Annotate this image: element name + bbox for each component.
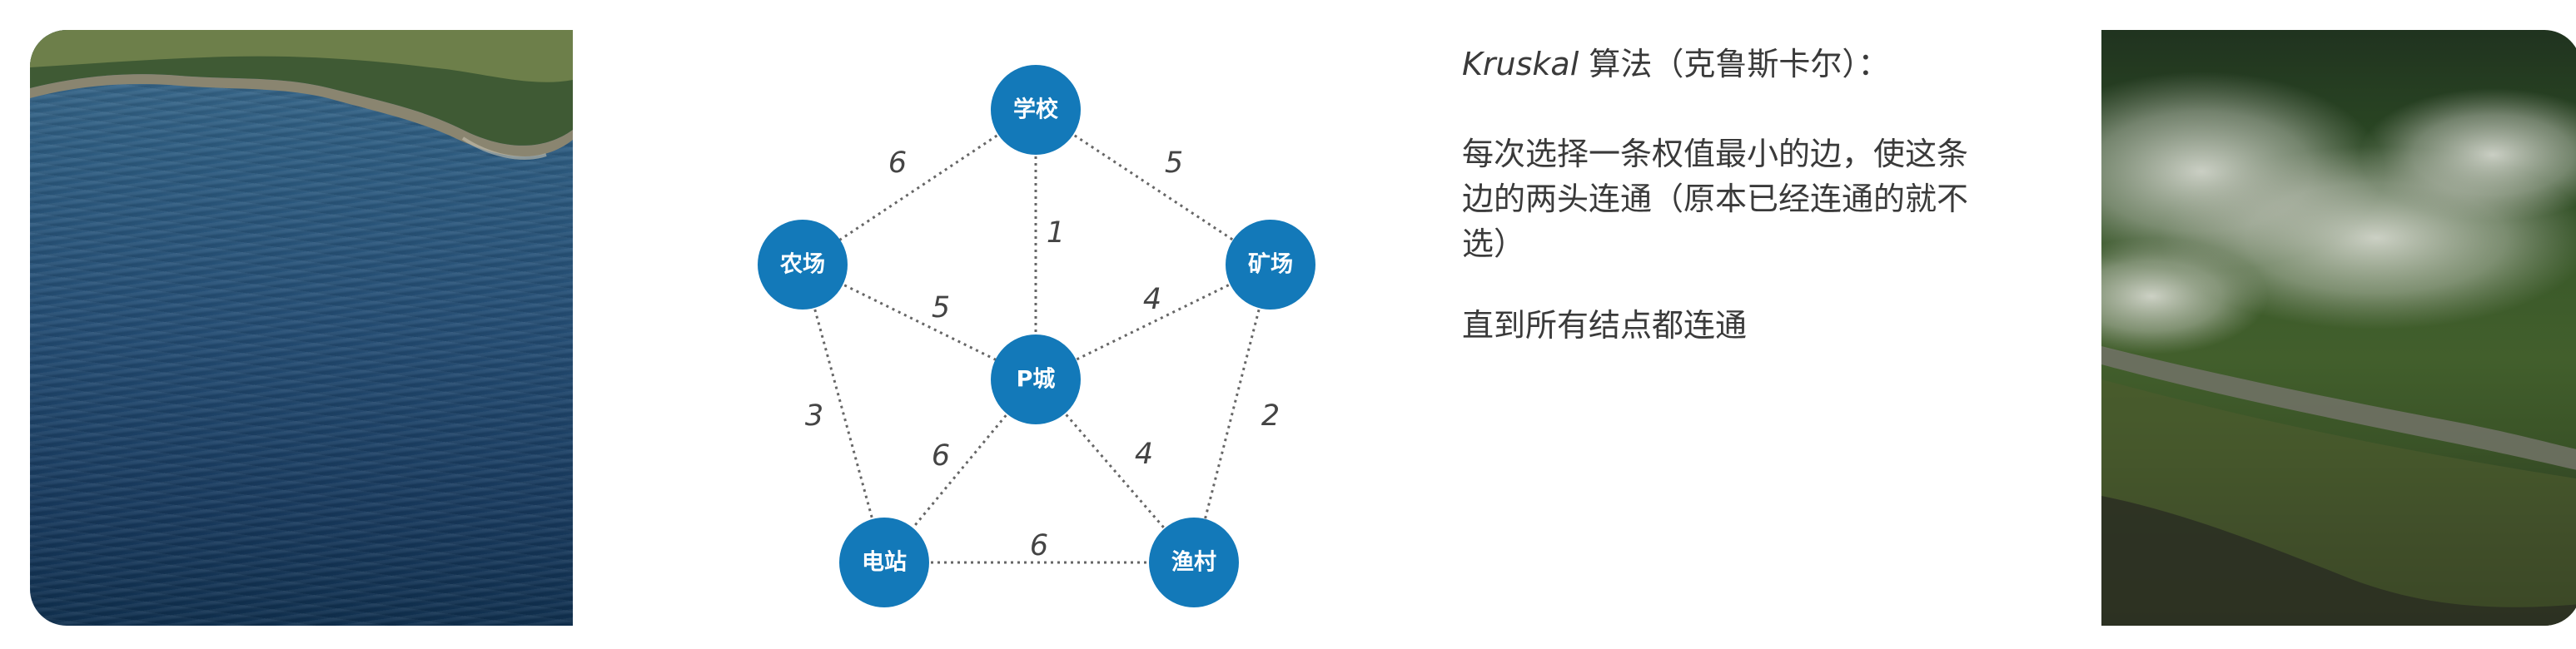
- edge-weight-farm-city: 5: [932, 291, 950, 324]
- edge-farm-station: [801, 264, 886, 563]
- node-circle-village: [1149, 518, 1239, 607]
- kruskal-description: Kruskal 算法（克鲁斯卡尔）： 每次选择一条权值最小的边，使这条边的两头连…: [1462, 42, 1995, 348]
- edge-mine-village: [1192, 264, 1272, 563]
- node-circle-school: [991, 65, 1081, 155]
- node-village: 渔村: [1149, 518, 1239, 607]
- edge-school-mine: [1035, 108, 1271, 266]
- node-label-farm: 农场: [779, 252, 825, 278]
- edge-school-farm: [802, 108, 1037, 266]
- node-label-village: 渔村: [1171, 550, 1216, 576]
- node-mine: 矿场: [1226, 220, 1315, 310]
- edge-weight-mine-village: 2: [1261, 399, 1280, 433]
- ocean-image: [30, 30, 573, 626]
- step-description: 每次选择一条权值最小的边，使这条边的两头连通（原本已经连通的就不选）: [1462, 136, 1969, 262]
- node-circle-city: [991, 334, 1081, 424]
- algorithm-title: Kruskal 算法（克鲁斯卡尔）：: [1462, 42, 1995, 87]
- edge-weight-school-mine: 5: [1165, 146, 1183, 180]
- ocean-coastline-graphic: [30, 30, 573, 160]
- node-circle-station: [839, 518, 929, 607]
- edge-weight-school-farm: 6: [888, 146, 907, 180]
- node-station: 电站: [839, 518, 929, 607]
- title-italic: Kruskal: [1462, 46, 1579, 82]
- edge-weight-mine-city: 4: [1143, 283, 1161, 316]
- edge-weight-station-village: 6: [1030, 529, 1048, 562]
- node-farm: 农场: [758, 220, 848, 310]
- node-label-school: 学校: [1013, 97, 1058, 123]
- node-label-city: P城: [1017, 367, 1056, 393]
- edge-weight-school-city: 1: [1047, 216, 1065, 250]
- node-label-station: 电站: [862, 550, 907, 576]
- title-rest: 算法（克鲁斯卡尔）：: [1579, 46, 1890, 82]
- node-school: 学校: [991, 65, 1081, 155]
- edge-weight-city-station: 6: [932, 439, 950, 473]
- landscape-graphic: [2101, 72, 2576, 626]
- termination-description: 直到所有结点都连通: [1462, 307, 1748, 344]
- node-circle-farm: [758, 220, 848, 310]
- edge-weight-farm-station: 3: [805, 399, 823, 433]
- node-circle-mine: [1226, 220, 1315, 310]
- node-city: P城: [991, 334, 1081, 424]
- aerial-landscape-image: [2101, 30, 2576, 626]
- node-label-mine: 矿场: [1248, 251, 1293, 278]
- edge-weight-city-village: 4: [1135, 438, 1153, 471]
